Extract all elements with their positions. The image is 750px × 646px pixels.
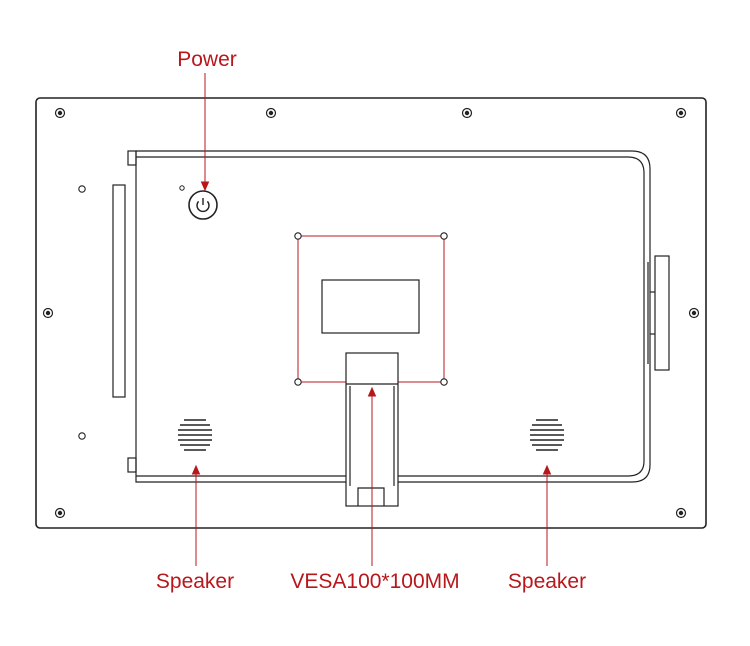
indicator-light xyxy=(179,185,185,191)
mount-hole xyxy=(78,185,86,440)
callout-power-label: Power xyxy=(177,48,237,71)
speaker-grille-icon xyxy=(178,419,212,451)
callout-vesa-label: VESA100*100MM xyxy=(290,570,460,593)
back-cover xyxy=(127,150,651,483)
right-side-ports xyxy=(647,255,670,371)
label-plate xyxy=(321,279,420,334)
callout-speaker-right-label: Speaker xyxy=(507,570,587,593)
power-icon[interactable] xyxy=(188,190,218,220)
left-side-slot xyxy=(112,184,126,398)
screw-icon xyxy=(42,107,700,519)
speaker-grille-icon xyxy=(530,419,564,451)
callout-speaker-left-label: Speaker xyxy=(155,570,235,593)
outer-housing xyxy=(35,97,707,529)
callout-leaders xyxy=(191,73,552,566)
